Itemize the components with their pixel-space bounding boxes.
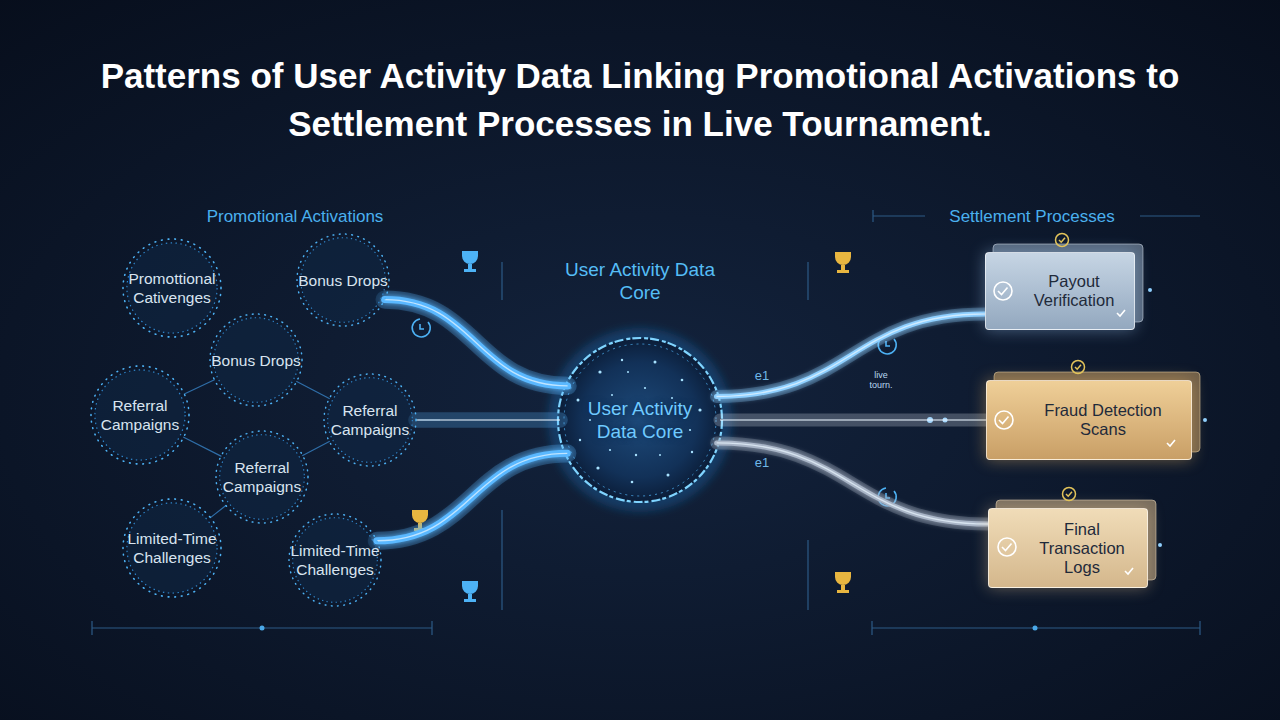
promo-circle: Limited-Time Challenges <box>289 514 381 606</box>
network-line <box>184 437 221 456</box>
settlement-box: Payout Verification <box>985 252 1135 330</box>
connector-group <box>716 314 985 396</box>
beam-halo <box>377 453 567 540</box>
ring-glow <box>328 378 413 463</box>
box-label: Final Transaction Logs <box>1023 520 1141 577</box>
node-label: Referral Campaigns <box>305 401 435 439</box>
beam-halo <box>717 443 988 524</box>
box-label: Fraud Detection Scans <box>1021 401 1185 439</box>
node-label: Limited-Time Challenges <box>107 529 237 567</box>
connector-group <box>377 453 567 540</box>
section-heading: Promotional Activations <box>207 207 384 227</box>
promo-circle: Referral Campaigns <box>216 431 308 523</box>
network-line <box>297 381 330 398</box>
ring-glow <box>293 518 378 603</box>
node-label: Referral Campaigns <box>75 396 205 434</box>
node-label: Referral Campaigns <box>197 458 327 496</box>
flow-beam <box>385 300 568 386</box>
connector-group <box>184 380 214 394</box>
annotation-text: e1 <box>755 368 769 383</box>
ring-glow <box>127 243 217 333</box>
ring-outline <box>91 366 189 464</box>
promo-circle: Referral Campaigns <box>91 366 189 464</box>
core-label: User Activity Data Core <box>570 397 710 443</box>
connector-group <box>385 300 568 386</box>
ring-outline <box>123 499 221 597</box>
connector-group <box>184 437 221 456</box>
flow-beam <box>720 418 986 423</box>
settlement-box: Fraud Detection Scans <box>986 380 1192 460</box>
network-line <box>303 441 330 455</box>
promo-circle: Bonus Drops <box>297 234 389 326</box>
flow-beam <box>716 314 985 396</box>
beam-halo <box>716 314 985 396</box>
ring-outline <box>123 239 221 337</box>
promo-circle: Bonus Drops <box>210 314 302 406</box>
beam-core <box>716 314 985 396</box>
ring-outer <box>216 431 308 523</box>
node-label: Bonus Drops <box>278 271 408 290</box>
ring-outline <box>324 374 416 466</box>
annotation-text: e1 <box>755 455 769 470</box>
beam-halo <box>720 414 986 427</box>
ring-glow <box>220 435 305 520</box>
annotation-text: live tourn. <box>867 370 895 390</box>
network-line <box>210 505 225 517</box>
beam-core <box>377 453 567 540</box>
ring-outer <box>324 374 416 466</box>
node-label: Promottional Cativenges <box>107 269 237 307</box>
beam-core <box>416 419 560 420</box>
promo-circle: Limited-Time Challenges <box>123 499 221 597</box>
connector-group <box>720 420 986 421</box>
beam-halo <box>385 300 568 386</box>
beam-core <box>717 443 988 524</box>
connector-group <box>297 381 330 398</box>
section-heading: Settlement Processes <box>949 207 1114 227</box>
core-heading: User Activity Data Core <box>555 258 725 304</box>
beam-core <box>720 419 986 420</box>
connector-group <box>303 441 330 455</box>
diagram-title: Patterns of User Activity Data Linking P… <box>100 52 1180 148</box>
flow-beam <box>416 417 560 423</box>
connector-group <box>416 420 560 421</box>
ring-outer <box>289 514 381 606</box>
data-core: User Activity Data CoreUser Activity Dat… <box>560 340 720 500</box>
ring-outer <box>91 366 189 464</box>
promo-circle: Referral Campaigns <box>324 374 416 466</box>
network-line <box>184 380 214 394</box>
ring-glow <box>127 503 217 593</box>
flow-beam <box>717 443 988 524</box>
ring-outline <box>289 514 381 606</box>
settlement-box: Final Transaction Logs <box>988 508 1148 588</box>
ring-outline <box>216 431 308 523</box>
ring-glow <box>95 370 185 460</box>
box-label: Payout Verification <box>1020 272 1128 310</box>
ring-outer <box>123 499 221 597</box>
beam-core <box>385 300 568 386</box>
connector-group <box>717 443 988 524</box>
ring-outer <box>123 239 221 337</box>
promo-circle: Promottional Cativenges <box>123 239 221 337</box>
beam-halo <box>416 412 560 428</box>
node-label: Bonus Drops <box>191 351 321 370</box>
node-label: Limited-Time Challenges <box>270 541 400 579</box>
flow-beam <box>377 453 567 540</box>
connector-group <box>210 505 225 517</box>
